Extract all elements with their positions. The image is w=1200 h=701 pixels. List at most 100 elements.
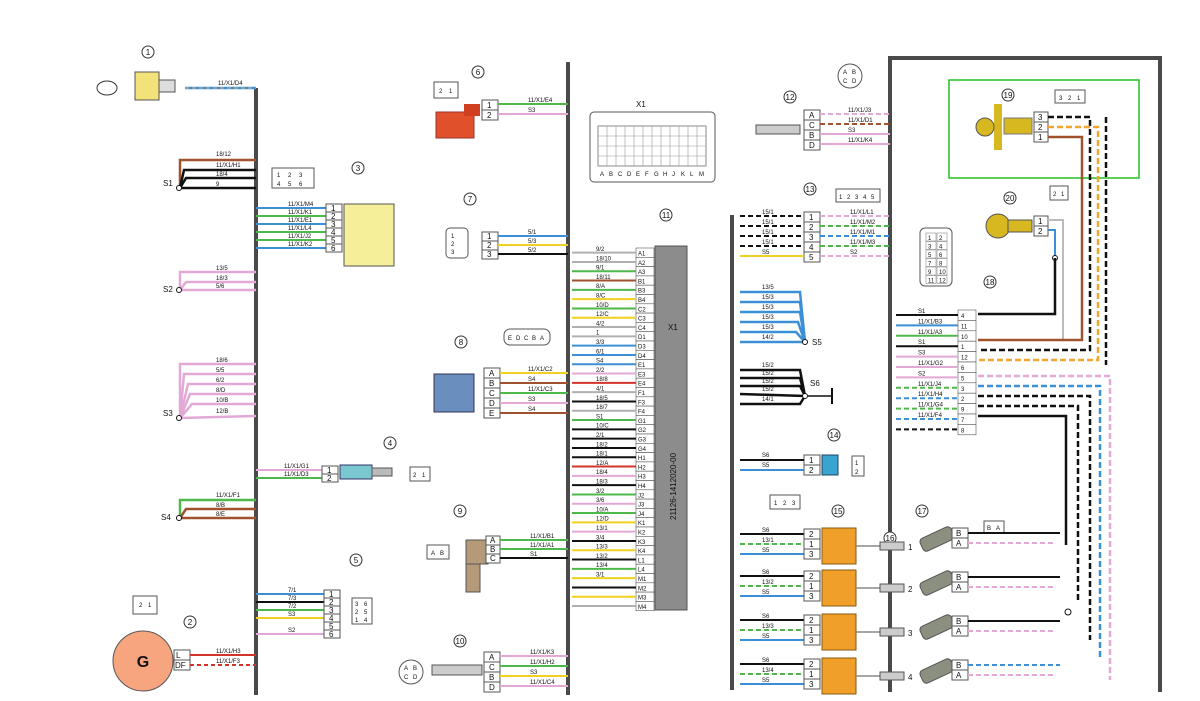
- c18-wire-label: S1: [918, 340, 926, 346]
- svg-text:11/X1/K3: 11/X1/K3: [530, 650, 555, 656]
- svg-text:E: E: [489, 409, 494, 418]
- svg-text:11/X1/F3: 11/X1/F3: [216, 659, 241, 665]
- ecu-pin-label: J4: [638, 512, 645, 518]
- svg-text:2: 2: [139, 603, 143, 609]
- ecu-pin-label: G4: [638, 447, 647, 453]
- svg-text:8: 8: [459, 338, 464, 347]
- relay-pin-label: 3: [809, 636, 814, 645]
- ecu-wire-label: S1: [596, 414, 604, 420]
- svg-text:S4: S4: [528, 407, 536, 413]
- svg-text:11/X1/E1: 11/X1/E1: [288, 218, 313, 224]
- grid-letter: L: [690, 172, 694, 178]
- ecu-wire-label: 18/4: [596, 470, 608, 476]
- svg-text:1: 1: [329, 590, 334, 599]
- splice-s1-group: 18/12 11/X1/H1 18/4 9 S1: [163, 152, 256, 191]
- grid-letter: F: [645, 172, 649, 178]
- injector-body: [919, 570, 955, 596]
- svg-text:1: 1: [809, 213, 814, 222]
- svg-text:11/X1/K2: 11/X1/K2: [288, 242, 313, 248]
- ecu-wire-label: 10/A: [596, 507, 608, 513]
- c18-cell-label: 3: [928, 245, 932, 251]
- ecu-pin-label: G1: [638, 419, 647, 425]
- svg-text:A: A: [489, 369, 495, 378]
- svg-text:12/B: 12/B: [216, 409, 228, 415]
- svg-text:18: 18: [986, 278, 995, 287]
- svg-text:2: 2: [847, 195, 851, 201]
- svg-text:2: 2: [288, 173, 292, 179]
- relay-pin-label: 2: [809, 660, 814, 669]
- ecu-pin-label: C3: [638, 317, 646, 323]
- ecu-wire-label: 18/7: [596, 405, 608, 411]
- ecu-pin-label: F3: [638, 400, 646, 406]
- component-10: 10 A B C D A C B D 11/X1/K3 11/X1/H2 S3 …: [398, 634, 568, 693]
- svg-text:20: 20: [1006, 194, 1015, 203]
- svg-text:S3: S3: [528, 397, 536, 403]
- svg-text:14/1: 14/1: [762, 397, 774, 403]
- c18-wire-label: S1: [918, 309, 926, 315]
- svg-text:D: D: [809, 141, 815, 150]
- ecu-pin-label: M1: [638, 577, 647, 583]
- svg-text:5: 5: [288, 182, 292, 188]
- ecu-wire-label: 18/2: [596, 442, 608, 448]
- ecu-pin-label: M4: [638, 605, 647, 611]
- ecu-wire-label: 18/5: [596, 396, 608, 402]
- svg-text:2: 2: [809, 223, 814, 232]
- svg-text:B: B: [852, 70, 856, 76]
- svg-text:D: D: [516, 336, 521, 342]
- injector-body: [919, 614, 955, 640]
- c18-cell-label: 4: [939, 245, 943, 251]
- c18-cell: [925, 241, 937, 250]
- svg-text:11/X1/F1: 11/X1/F1: [216, 493, 241, 499]
- ecu-wire-label: 3/6: [596, 498, 605, 504]
- svg-text:1: 1: [148, 603, 152, 609]
- ecu-pin-label: E3: [638, 372, 646, 378]
- svg-text:5: 5: [329, 622, 334, 631]
- svg-text:13/5: 13/5: [216, 266, 228, 272]
- svg-text:2: 2: [451, 242, 455, 248]
- probe: [879, 671, 905, 681]
- svg-text:3: 3: [1038, 113, 1043, 122]
- ecu-pin-label: H3: [638, 475, 646, 481]
- c18-wire-label: S2: [918, 371, 926, 377]
- svg-text:15/1: 15/1: [762, 240, 774, 246]
- ecu-pin-label: H1: [638, 456, 646, 462]
- svg-text:5/2: 5/2: [528, 248, 537, 254]
- relay-wire-label: S6: [762, 570, 770, 576]
- svg-text:15/2: 15/2: [762, 379, 774, 385]
- injector-body: [919, 658, 955, 684]
- ecu-pin-label: C2: [638, 307, 646, 313]
- svg-text:11/X1/L1: 11/X1/L1: [850, 210, 874, 216]
- ecu-pin-label: K1: [638, 521, 646, 527]
- svg-text:15/2: 15/2: [762, 387, 774, 393]
- ecu-wire-label: 10/C: [596, 424, 609, 430]
- svg-text:2: 2: [809, 466, 814, 475]
- relay-wire-label: S5: [762, 678, 770, 684]
- svg-text:17: 17: [918, 507, 927, 516]
- ecu-wire-label: 2/2: [596, 368, 605, 374]
- svg-text:15/3: 15/3: [762, 305, 774, 311]
- svg-text:15/3: 15/3: [762, 315, 774, 321]
- component-17-connector: 17 B A: [915, 504, 1005, 534]
- wire-label: 11/X1/H1: [216, 163, 241, 169]
- injector-pin-label: B: [956, 661, 961, 670]
- c18-pin-label: 1: [961, 345, 965, 351]
- svg-text:11/X1/C2: 11/X1/C2: [528, 367, 553, 373]
- svg-text:A: A: [809, 111, 815, 120]
- svg-text:3: 3: [809, 233, 814, 242]
- svg-text:3: 3: [331, 220, 336, 229]
- c18-cell-label: 8: [939, 262, 943, 268]
- svg-text:D: D: [852, 79, 857, 85]
- component-9: 9 A B A B C 11/X1/B1 11/X1/A1 S1: [426, 504, 568, 593]
- svg-text:11/X1/M4: 11/X1/M4: [288, 202, 314, 208]
- svg-text:B: B: [532, 336, 536, 342]
- svg-text:C: C: [490, 554, 496, 563]
- svg-text:1: 1: [449, 89, 453, 95]
- relay-wire-label: 13/1: [762, 538, 774, 544]
- svg-text:C: C: [489, 663, 495, 672]
- relay-wire-label: 13/3: [762, 624, 774, 630]
- ecu-wire-label: 13/2: [596, 554, 608, 560]
- splice-label-s3: S3: [163, 409, 173, 418]
- ecu-pin-label: A2: [638, 261, 646, 267]
